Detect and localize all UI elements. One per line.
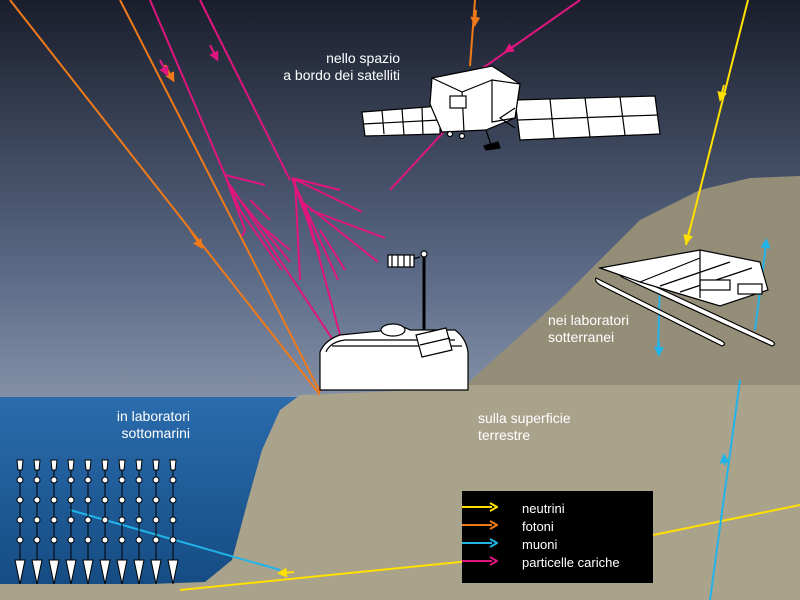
label-surface: sulla superficie terrestre: [478, 410, 571, 444]
muon-arrow-2: [760, 238, 771, 253]
charged-track-3: [479, 0, 581, 71]
neutrino-arrow-2: [683, 227, 694, 245]
legend-arrow-fotoni-icon: [462, 520, 498, 530]
legend-item-neutrini: neutrini: [462, 501, 653, 519]
photon-arrow-3: [470, 9, 481, 27]
undersea-detector-array: [14, 459, 179, 585]
photon-track-2: [119, 0, 321, 393]
label-space-line-1: nello spazio: [326, 50, 400, 66]
legend-item-fotoni: fotoni: [462, 519, 653, 537]
legend-label-muoni: muoni: [522, 537, 558, 552]
charged-arrow-3: [503, 41, 521, 53]
neutrino-arrow-1: [717, 84, 728, 102]
label-undersea-line-1: in laboratori: [116, 408, 190, 424]
label-surface-line-2: terrestre: [478, 427, 531, 443]
label-undersea: in laboratori sottomarini: [80, 408, 190, 442]
label-underground-line-2: sotterranei: [548, 329, 615, 345]
photon-track-3: [469, 0, 476, 67]
label-surface-line-1: sulla superficie: [478, 410, 571, 426]
legend: neutrini fotoni muoni particelle cariche: [462, 491, 653, 583]
charged-particle-tracks: [149, 0, 581, 344]
legend-item-particelle-cariche: particelle cariche: [462, 555, 653, 573]
label-underground-line-1: nei laboratori: [548, 312, 629, 328]
legend-arrow-neutrini-icon: [462, 502, 498, 512]
legend-label-particelle-cariche: particelle cariche: [522, 555, 620, 570]
charged-arrow-1: [159, 59, 169, 77]
underground-lab-illustration: [595, 249, 776, 347]
photon-track-1: [9, 0, 321, 396]
neutrino-arrow-3: [277, 567, 295, 578]
label-underground: nei laboratori sotterranei: [548, 312, 629, 346]
legend-item-muoni: muoni: [462, 537, 653, 555]
legend-label-fotoni: fotoni: [522, 519, 554, 534]
charged-arrow-2: [209, 44, 219, 62]
label-space-line-2: a bordo dei satelliti: [283, 67, 400, 83]
legend-label-neutrini: neutrini: [522, 501, 565, 516]
legend-arrow-muoni-icon: [462, 538, 498, 548]
label-undersea-line-2: sottomarini: [121, 425, 190, 441]
legend-arrow-particelle-cariche-icon: [462, 556, 498, 566]
charged-track-1: [199, 0, 291, 181]
surface-detector-illustration: [319, 250, 469, 391]
charged-track-2: [149, 0, 226, 176]
neutrino-track-1: [685, 0, 749, 246]
photon-tracks: [9, 0, 476, 396]
muon-track-1: [709, 379, 741, 600]
charged-track-4: [389, 124, 451, 191]
satellite-illustration: [361, 65, 661, 151]
photon-arrow-1: [189, 229, 203, 250]
label-space: nello spazio a bordo dei satelliti: [255, 50, 400, 84]
muon-arrow-1: [719, 453, 730, 466]
detector-modules: [16, 476, 177, 544]
